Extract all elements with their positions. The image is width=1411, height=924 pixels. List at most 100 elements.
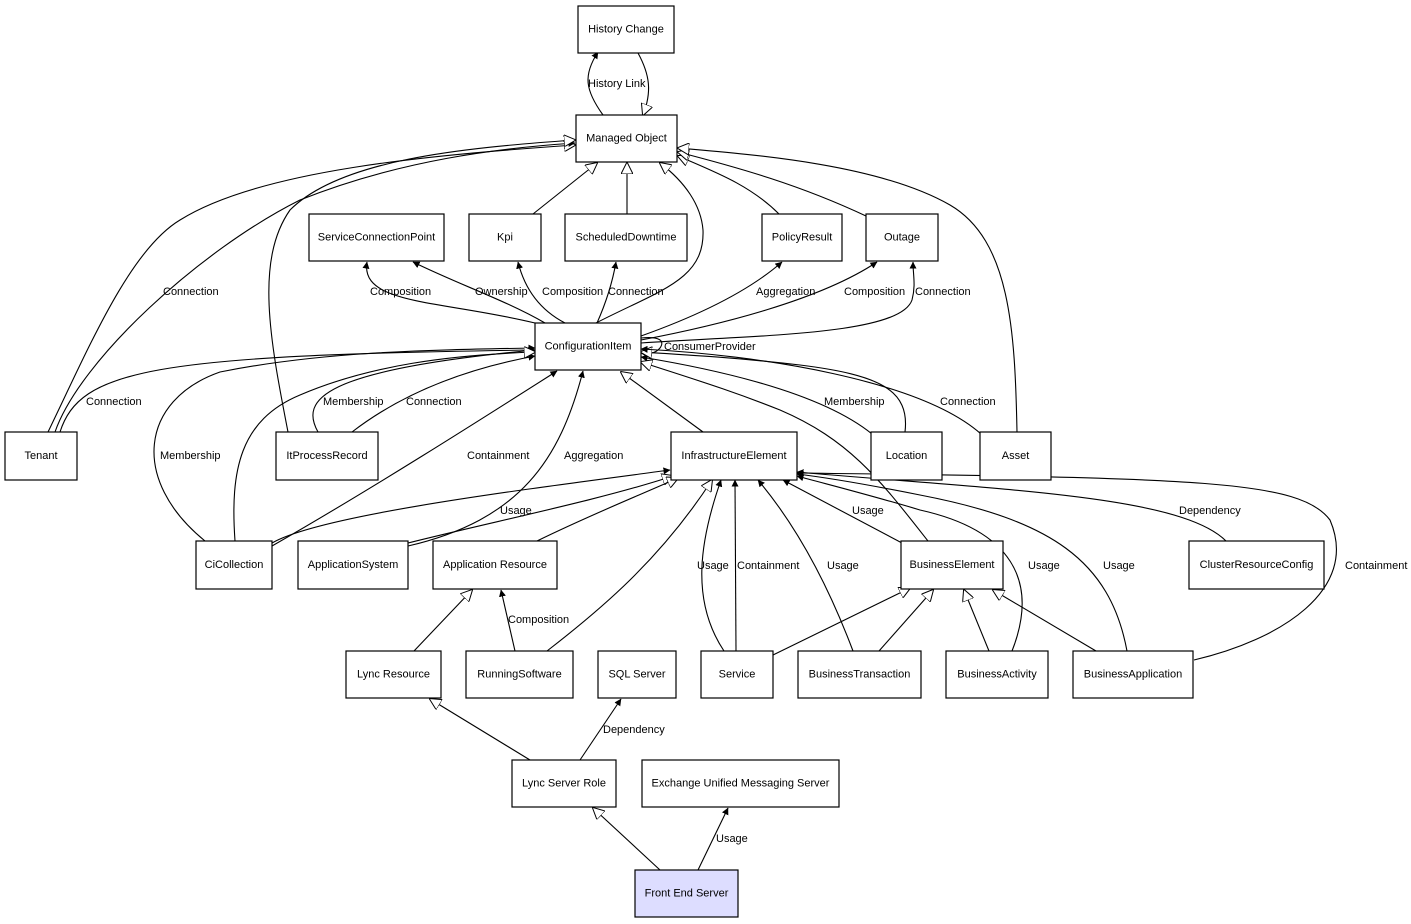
svg-text:Lync Server Role: Lync Server Role <box>522 778 606 790</box>
svg-text:Managed Object: Managed Object <box>586 133 667 145</box>
service-containment-edge <box>731 479 739 652</box>
runningsoftware-ie-generalization <box>546 480 712 652</box>
tenant-ci-connection-edge <box>59 346 536 433</box>
svg-text:ScheduledDowntime: ScheduledDowntime <box>576 232 677 244</box>
node-front-end-server[interactable]: Front End Server <box>634 869 739 918</box>
location-membership-edge <box>640 354 873 435</box>
svg-text:Kpi: Kpi <box>497 232 513 244</box>
node-business-transaction[interactable]: BusinessTransaction <box>797 650 922 699</box>
svg-text:BusinessElement: BusinessElement <box>910 559 995 571</box>
edge-label-membership: Membership <box>824 396 885 408</box>
ci-to-mo-generalization <box>595 163 704 324</box>
svg-text:ItProcessRecord: ItProcessRecord <box>286 450 367 462</box>
edge-label-connection: Connection <box>608 286 664 298</box>
edge-label-composition: Composition <box>542 286 603 298</box>
node-lync-server-role[interactable]: Lync Server Role <box>511 759 617 808</box>
edge-label-history-link: History Link <box>588 78 646 90</box>
svg-text:ConfigurationItem: ConfigurationItem <box>545 341 632 353</box>
node-scheduled-downtime[interactable]: ScheduledDowntime <box>564 213 688 262</box>
svg-text:Front End Server: Front End Server <box>645 888 729 900</box>
pr-to-mo-generalization <box>678 156 780 215</box>
sd-connection-edge <box>596 261 619 324</box>
svg-text:ClusterResourceConfig: ClusterResourceConfig <box>1200 559 1314 571</box>
node-policy-result[interactable]: PolicyResult <box>761 213 843 262</box>
edge-label-aggregation: Aggregation <box>756 286 815 298</box>
cicollection-containment-edge <box>271 370 558 547</box>
node-business-element[interactable]: BusinessElement <box>900 540 1004 590</box>
svg-text:Exchange Unified Messaging Ser: Exchange Unified Messaging Server <box>652 778 830 790</box>
node-tenant[interactable]: Tenant <box>4 431 78 481</box>
itpr-connection-edge <box>351 353 536 433</box>
history-link-edge <box>587 51 604 116</box>
svg-text:InfrastructureElement: InfrastructureElement <box>681 450 786 462</box>
svg-text:PolicyResult: PolicyResult <box>772 232 833 244</box>
edge-label-aggregation: Aggregation <box>564 450 623 462</box>
tenant-to-mo-generalization <box>47 145 575 433</box>
svg-text:ServiceConnectionPoint: ServiceConnectionPoint <box>318 232 435 244</box>
node-business-activity[interactable]: BusinessActivity <box>945 650 1049 699</box>
edge-label-usage: Usage <box>852 505 884 517</box>
location-ci-generalization <box>641 352 907 433</box>
ba-usage-edge <box>796 474 1023 652</box>
svg-text:SQL Server: SQL Server <box>608 669 665 681</box>
edge-label-membership: Membership <box>160 450 221 462</box>
node-infrastructure-element[interactable]: InfrastructureElement <box>670 431 798 481</box>
cicollection-usage-edge <box>271 467 671 544</box>
edge-label-containment: Containment <box>1345 560 1407 572</box>
asset-connection-edge <box>640 345 982 435</box>
svg-text:Lync Resource: Lync Resource <box>357 669 430 681</box>
lsr-lync-resource-generalization <box>430 699 531 761</box>
bt-usage-edge <box>757 479 854 652</box>
appsystem-aggregation-edge <box>407 370 585 547</box>
edge-label-containment: Containment <box>737 560 799 572</box>
edge-label-composition: Composition <box>508 614 569 626</box>
node-managed-object[interactable]: Managed Object <box>575 114 678 163</box>
edge-label-usage: Usage <box>827 560 859 572</box>
svg-text:History Change: History Change <box>588 24 664 36</box>
edge-label-connection: Connection <box>163 286 219 298</box>
rs-composition-edge <box>499 589 516 652</box>
node-application-system[interactable]: ApplicationSystem <box>297 540 409 590</box>
svg-text:BusinessApplication: BusinessApplication <box>1084 669 1182 681</box>
be-usage-edge <box>782 479 903 544</box>
node-it-process-record[interactable]: ItProcessRecord <box>275 431 379 481</box>
node-exchange-unified-messaging-server[interactable]: Exchange Unified Messaging Server <box>641 759 840 808</box>
asset-to-mo-generalization <box>678 148 1018 433</box>
sc-composition-edge <box>362 261 536 324</box>
bapp-usage-edge <box>796 471 1128 652</box>
edge-label-composition: Composition <box>370 286 431 298</box>
node-application-resource[interactable]: Application Resource <box>432 540 558 590</box>
node-outage[interactable]: Outage <box>865 213 939 262</box>
node-running-software[interactable]: RunningSoftware <box>465 650 574 699</box>
service-usage-edge <box>701 479 725 652</box>
node-cluster-resource-config[interactable]: ClusterResourceConfig <box>1188 540 1325 590</box>
svg-text:Tenant: Tenant <box>24 450 57 462</box>
node-business-application[interactable]: BusinessApplication <box>1072 650 1194 699</box>
node-configuration-item[interactable]: ConfigurationItem <box>534 322 642 371</box>
node-lync-resource[interactable]: Lync Resource <box>345 650 442 699</box>
edge-label-composition: Composition <box>844 286 905 298</box>
kpi-composition-edge <box>516 261 566 324</box>
node-history-change[interactable]: History Change <box>577 5 675 54</box>
node-service[interactable]: Service <box>700 650 774 699</box>
svg-text:Asset: Asset <box>1002 450 1030 462</box>
edge-label-dependency: Dependency <box>603 724 665 736</box>
node-asset[interactable]: Asset <box>979 431 1052 481</box>
edge-label-connection: Connection <box>86 396 142 408</box>
node-kpi[interactable]: Kpi <box>468 213 542 262</box>
node-location[interactable]: Location <box>870 431 943 481</box>
node-ci-collection[interactable]: CiCollection <box>195 540 273 590</box>
itpr-to-mo-generalization <box>268 140 575 433</box>
edge-label-usage: Usage <box>1028 560 1060 572</box>
nodes: History Change Managed Object ServiceCon… <box>4 5 1325 918</box>
bapp-be-generalization <box>993 590 1097 652</box>
edge-label-connection: Connection <box>940 396 996 408</box>
edges: History Link Connection Composition Owne… <box>47 51 1407 871</box>
node-sql-server[interactable]: SQL Server <box>597 650 677 699</box>
kpi-to-mo-generalization <box>532 163 597 215</box>
lync-resource-ar-generalization <box>413 590 472 652</box>
node-service-connection-point[interactable]: ServiceConnectionPoint <box>308 213 445 262</box>
svg-text:ApplicationSystem: ApplicationSystem <box>308 559 399 571</box>
pr-aggregation-edge <box>640 261 783 337</box>
